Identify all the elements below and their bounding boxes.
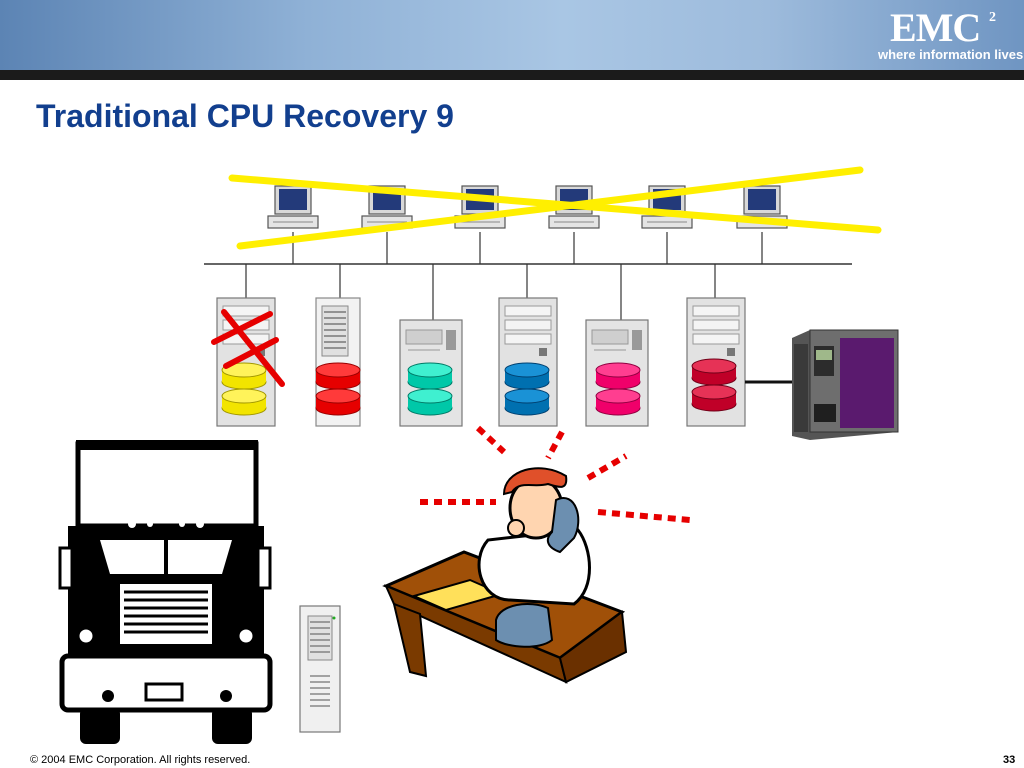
server-4 xyxy=(498,297,558,427)
replacement-server-lower xyxy=(310,675,330,707)
page-number: 33 xyxy=(1003,754,1016,766)
workstations-cross-out xyxy=(228,166,882,250)
server-5 xyxy=(585,319,649,427)
replacement-server xyxy=(299,605,341,733)
slide-title: Traditional CPU Recovery 9 xyxy=(36,98,454,134)
logo-wordmark: EMC xyxy=(890,5,981,50)
server-6 xyxy=(686,297,746,427)
server-2 xyxy=(315,297,361,427)
server-1 xyxy=(216,297,276,427)
header-dark-band xyxy=(0,70,1024,80)
workstation-1 xyxy=(267,185,319,229)
emc-logo: EMC 2 where information lives xyxy=(868,5,1023,66)
logo-superscript: 2 xyxy=(989,10,996,25)
delivery-truck xyxy=(58,440,273,744)
server-3 xyxy=(399,319,463,427)
alert-dashes xyxy=(420,425,691,523)
footer-copyright: © 2004 EMC Corporation. All rights reser… xyxy=(30,754,251,766)
slide-header-banner: EMC 2 where information lives xyxy=(0,0,1024,80)
tape-library xyxy=(792,329,899,440)
stressed-operator-on-phone xyxy=(382,467,628,684)
failed-server-cross xyxy=(211,309,285,387)
logo-tagline: where information lives xyxy=(878,47,1024,62)
